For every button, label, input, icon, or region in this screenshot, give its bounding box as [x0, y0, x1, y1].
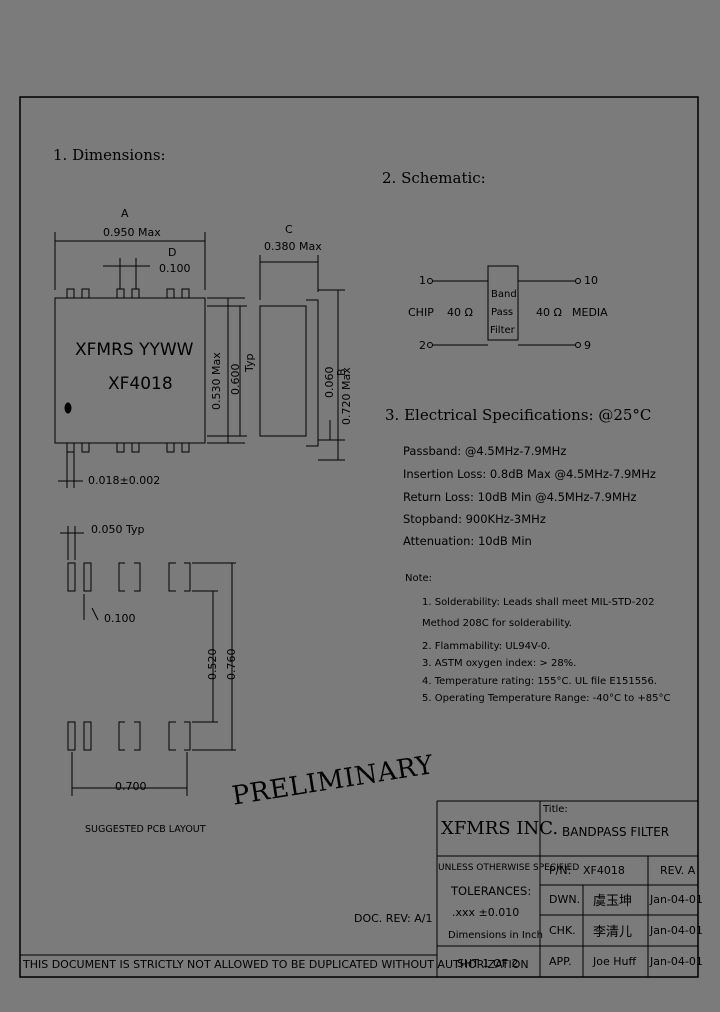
marking-line2: XF4018	[108, 374, 173, 394]
pcb-dim-520: 0.520	[206, 648, 219, 681]
schematic-pin10: 10	[584, 274, 598, 287]
filter-box-line1: Band	[491, 289, 517, 300]
pcb-pitch: 0.100	[104, 612, 136, 625]
schematic-ohm-left: 40 Ω	[447, 306, 473, 319]
dim-c-letter: C	[285, 223, 293, 236]
dim-a-letter: A	[121, 207, 129, 220]
revision: REV. A	[660, 864, 696, 877]
dim-height-600-typ: Typ	[243, 353, 256, 373]
sheet-border	[19, 96, 699, 978]
notes-heading: Note:	[405, 573, 433, 584]
title-label: Title:	[543, 804, 568, 815]
dim-height-720: 0.720 Max	[340, 367, 353, 425]
pcb-caption: SUGGESTED PCB LAYOUT	[85, 824, 206, 835]
section-dimensions: 1. Dimensions:	[53, 146, 166, 164]
tolerances-label: TOLERANCES:	[451, 884, 532, 898]
section-electrical: 3. Electrical Specifications: @25°C	[385, 406, 652, 424]
drawing-title: BANDPASS FILTER	[562, 825, 670, 839]
chk-label: CHK.	[549, 924, 576, 937]
pcb-layout-drawing	[60, 526, 236, 796]
app-signature: Joe Huff	[593, 955, 637, 968]
schematic-pin2: 2	[419, 339, 426, 352]
dwn-label: DWN.	[549, 893, 581, 906]
schematic-chip-label: CHIP	[408, 306, 434, 319]
doc-revision: DOC. REV: A/1	[354, 912, 433, 925]
note-5: 5. Operating Temperature Range: -40°C to…	[422, 693, 671, 704]
spec-attenuation: Attenuation: 10dB Min	[403, 534, 532, 548]
schematic-media-label: MEDIA	[572, 306, 608, 319]
pn-label: P/N:	[549, 864, 572, 877]
filter-box-line2: Pass	[491, 307, 514, 318]
note-1: 1. Solderability: Leads shall meet MIL-S…	[422, 597, 655, 608]
note-1b: Method 208C for solderability.	[422, 618, 572, 629]
schematic-ohm-right: 40 Ω	[536, 306, 562, 319]
schematic-pin1: 1	[419, 274, 426, 287]
filter-box-line3: Filter	[490, 325, 515, 336]
component-side-view	[259, 255, 345, 461]
dim-d-value: 0.100	[159, 262, 191, 275]
marking-line1: XFMRS YYWW	[75, 340, 194, 360]
chk-date: Jan-04-01	[650, 924, 703, 937]
spec-insertion-loss: Insertion Loss: 0.8dB Max @4.5MHz-7.9MHz	[403, 467, 656, 481]
company-name: XFMRS INC.	[441, 818, 559, 839]
note-4: 4. Temperature rating: 155°C. UL file E1…	[422, 676, 657, 687]
dim-c-value: 0.380 Max	[264, 240, 322, 253]
app-label: APP.	[549, 955, 572, 968]
dwn-signature: 虞玉坤	[593, 894, 633, 909]
sheet-number: SHT 1 OF 2	[457, 957, 519, 970]
schematic-pin9: 9	[584, 339, 591, 352]
part-number: XF4018	[583, 864, 625, 877]
dim-pin-width: 0.018±0.002	[88, 474, 161, 487]
spec-stopband: Stopband: 900KHz-3MHz	[403, 512, 546, 526]
spec-return-loss: Return Loss: 10dB Min @4.5MHz-7.9MHz	[403, 490, 637, 504]
section-schematic: 2. Schematic:	[382, 169, 486, 187]
spec-passband: Passband: @4.5MHz-7.9MHz	[403, 444, 567, 458]
note-3: 3. ASTM oxygen index: > 28%.	[422, 658, 577, 669]
dimensions-unit: Dimensions in Inch	[448, 930, 543, 941]
dim-height-530: 0.530 Max	[210, 352, 223, 410]
schematic-diagram	[427, 265, 581, 348]
pcb-dim-760: 0.760	[225, 648, 238, 681]
footer-notice: THIS DOCUMENT IS STRICTLY NOT ALLOWED TO…	[23, 958, 529, 971]
dim-a-value: 0.950 Max	[103, 226, 161, 239]
unless-specified: UNLESS OTHERWISE SPECIFIED	[438, 863, 580, 873]
dim-height-600: 0.600	[229, 363, 242, 396]
dim-d-letter: D	[168, 246, 177, 259]
note-2: 2. Flammability: UL94V-0.	[422, 641, 551, 652]
pcb-pad-width: 0.050 Typ	[91, 523, 145, 536]
dwn-date: Jan-04-01	[650, 893, 703, 906]
chk-signature: 李清儿	[593, 925, 633, 940]
tolerance-value: .xxx ±0.010	[452, 906, 520, 919]
title-block-grid	[20, 800, 698, 977]
component-top-view	[54, 232, 247, 488]
app-date: Jan-04-01	[650, 955, 703, 968]
pcb-dim-700: 0.700	[115, 780, 147, 793]
